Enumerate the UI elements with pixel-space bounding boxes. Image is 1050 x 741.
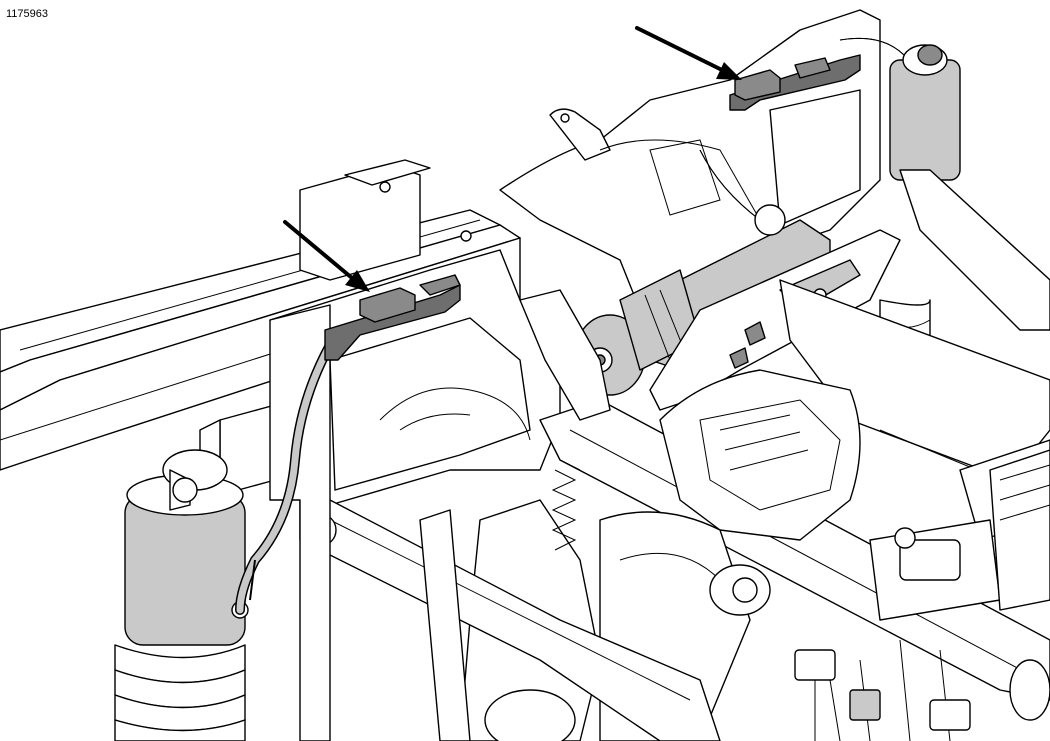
left-vertical-post: [269, 304, 471, 741]
cross-member: [269, 249, 561, 506]
wiring-connectors: [484, 639, 971, 741]
callout-arrow-right: [635, 26, 742, 80]
differential-housing: [659, 369, 861, 541]
hose-bracket-right: [729, 54, 861, 111]
brake-hose-left: [235, 340, 335, 615]
left-shock-absorber: [114, 449, 249, 741]
callout-arrow-left: [283, 220, 370, 292]
hose-bracket-left: [324, 274, 461, 361]
figure-id-label: 1175963: [6, 8, 49, 20]
return-spring: [551, 459, 581, 551]
